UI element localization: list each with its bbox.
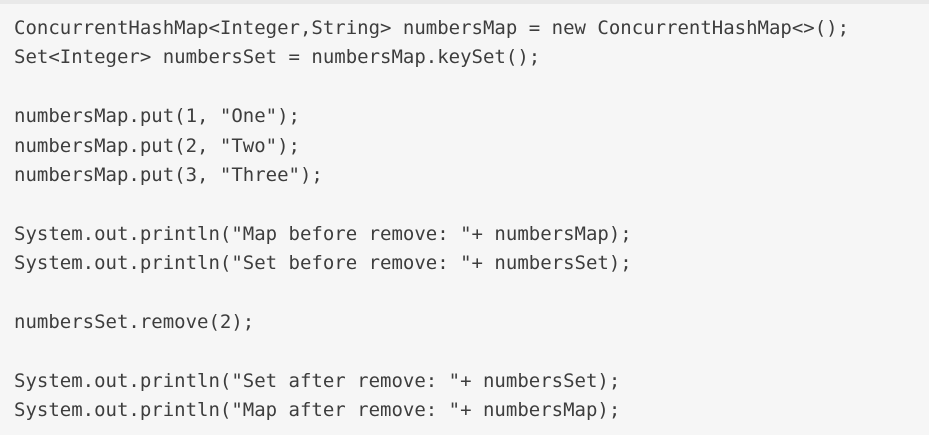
top-edge-divider bbox=[0, 0, 929, 4]
code-line: numbersMap.put(1, "One"); bbox=[14, 105, 300, 128]
code-line: Set<Integer> numbersSet = numbersMap.key… bbox=[14, 46, 541, 69]
code-line: System.out.println("Map after remove: "+… bbox=[14, 399, 621, 422]
code-line: numbersSet.remove(2); bbox=[14, 310, 255, 333]
code-line bbox=[14, 190, 915, 219]
code-line: numbersMap.put(3, "Three"); bbox=[14, 163, 323, 186]
code-line bbox=[14, 279, 915, 308]
code-line: System.out.println("Set after remove: "+… bbox=[14, 369, 621, 392]
code-block: ConcurrentHashMap<Integer,String> number… bbox=[0, 4, 929, 434]
code-line bbox=[14, 337, 915, 366]
code-line: numbersMap.put(2, "Two"); bbox=[14, 134, 300, 157]
code-line: System.out.println("Map before remove: "… bbox=[14, 222, 632, 245]
code-line: System.out.println("Set before remove: "… bbox=[14, 252, 632, 275]
code-line bbox=[14, 73, 915, 102]
code-line: ConcurrentHashMap<Integer,String> number… bbox=[14, 17, 850, 39]
